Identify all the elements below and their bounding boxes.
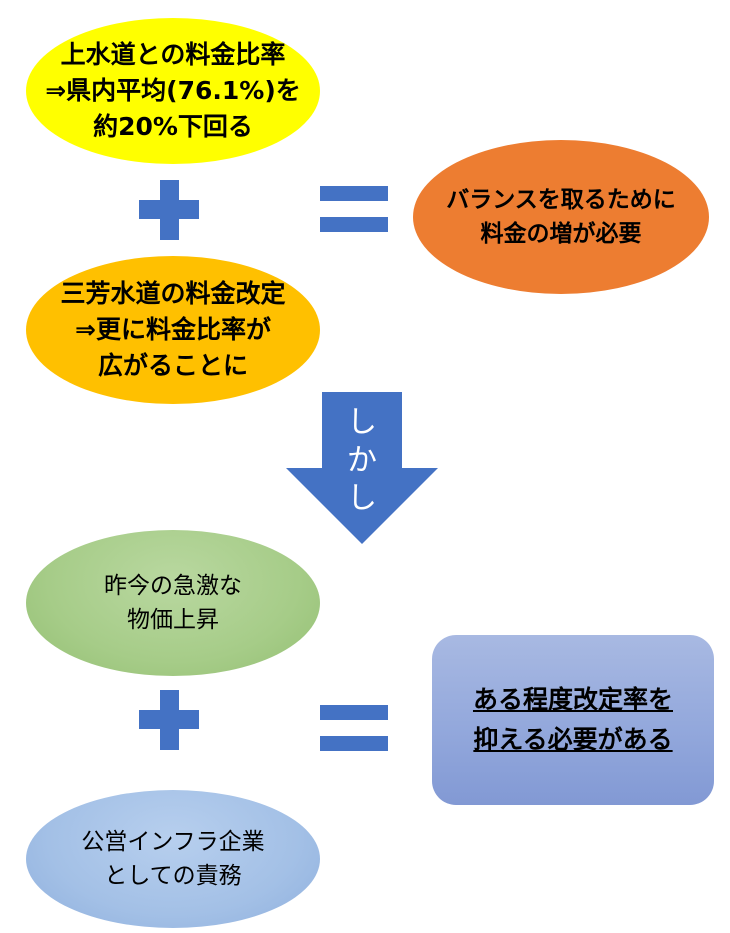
amber-ellipse-rate-revision: 三芳水道の料金改定 ⇒更に料金比率が 広がることに bbox=[26, 256, 320, 404]
conclusion-text: ある程度改定率を 抑える必要がある bbox=[472, 685, 673, 754]
blue-ellipse-public-duty: 公営インフラ企業 としての責務 bbox=[26, 790, 320, 928]
rate-increase-needed-text: バランスを取るために 料金の増が必要 bbox=[446, 187, 676, 247]
however-char-2: か bbox=[347, 443, 377, 478]
orange-ellipse-rate-increase-needed: バランスを取るために 料金の増が必要 bbox=[413, 140, 709, 294]
rate-revision-text: 三芳水道の料金改定 ⇒更に料金比率が 広がることに bbox=[60, 279, 286, 380]
equals-icon bbox=[320, 705, 388, 751]
however-char-3: し bbox=[347, 481, 377, 516]
price-rise-text: 昨今の急激な 物価上昇 bbox=[104, 573, 242, 633]
plus-icon bbox=[139, 180, 199, 240]
conclusion-box: ある程度改定率を 抑える必要がある bbox=[432, 635, 714, 805]
water-rate-ratio-text: 上水道との料金比率 ⇒県内平均(76.1%)を 約20%下回る bbox=[45, 40, 301, 141]
public-duty-text: 公営インフラ企業 としての責務 bbox=[81, 829, 265, 889]
however-char-1: し bbox=[347, 405, 377, 440]
however-label: し か し bbox=[322, 404, 402, 518]
yellow-ellipse-water-rate-ratio: 上水道との料金比率 ⇒県内平均(76.1%)を 約20%下回る bbox=[26, 18, 320, 164]
equals-icon bbox=[320, 186, 388, 232]
plus-icon bbox=[139, 690, 199, 750]
down-arrow-icon bbox=[286, 392, 438, 544]
green-ellipse-price-rise: 昨今の急激な 物価上昇 bbox=[26, 530, 320, 676]
